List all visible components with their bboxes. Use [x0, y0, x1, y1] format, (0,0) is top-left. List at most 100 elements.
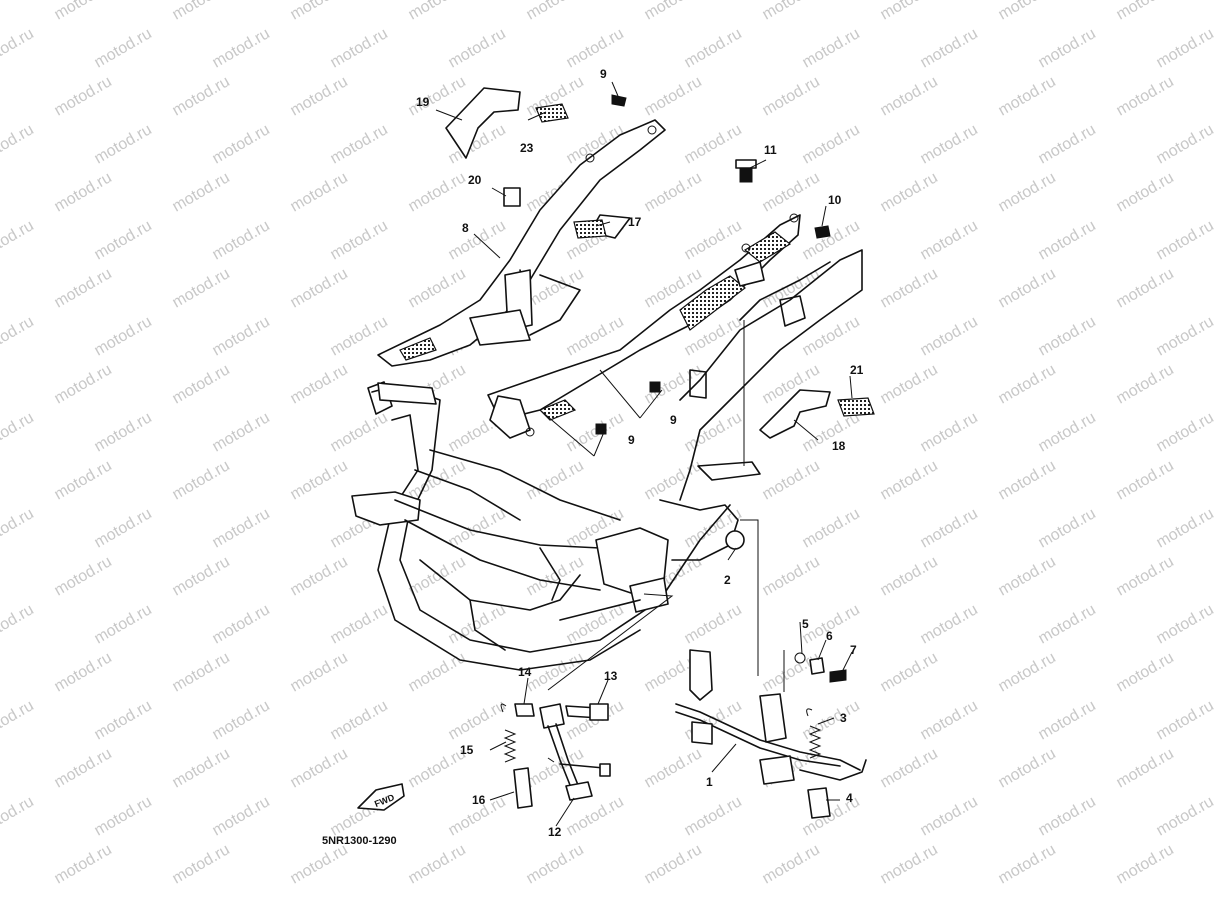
watermark-text: motod.ru [328, 25, 391, 71]
callout-17: 17 [628, 215, 642, 229]
watermark-text: motod.ru [1036, 217, 1099, 263]
watermark-text: motod.ru [92, 505, 155, 551]
watermark-text: motod.ru [406, 169, 469, 215]
callout-10: 10 [828, 193, 842, 207]
watermark-text: motod.ru [1036, 505, 1099, 551]
watermark-text: motod.ru [1114, 169, 1177, 215]
watermark-text: motod.ru [0, 121, 37, 167]
watermark-text: motod.ru [0, 313, 37, 359]
loose-parts [445, 87, 875, 439]
watermark-text: motod.ru [996, 841, 1059, 887]
callout-20: 20 [468, 173, 482, 187]
watermark-text: motod.ru [1036, 409, 1099, 455]
watermark-text: motod.ru [1114, 553, 1177, 599]
side-stand-assembly [500, 703, 611, 809]
watermark-text: motod.ru [92, 409, 155, 455]
watermark-text: motod.ru [170, 745, 233, 791]
watermark-text: motod.ru [170, 73, 233, 119]
watermark-text: motod.ru [446, 505, 509, 551]
watermark-text: motod.ru [92, 601, 155, 647]
watermark-text: motod.ru [52, 457, 115, 503]
watermark-text: motod.ru [564, 25, 627, 71]
callout-5: 5 [802, 617, 809, 631]
diagram-code: 5NR1300-1290 [322, 835, 397, 847]
watermark-text: motod.ru [524, 0, 587, 23]
callout-21: 21 [850, 363, 864, 377]
watermark-text: motod.ru [288, 361, 351, 407]
watermark-text: motod.ru [210, 313, 273, 359]
watermark-text: motod.ru [760, 457, 823, 503]
watermark-text: motod.ru [800, 217, 863, 263]
watermark-text: motod.ru [210, 697, 273, 743]
callout-23: 23 [520, 141, 534, 155]
watermark-text: motod.ru [642, 73, 705, 119]
watermark-text: motod.ru [328, 697, 391, 743]
watermark-text: motod.ru [1154, 409, 1217, 455]
watermark-text: motod.ru [210, 793, 273, 839]
watermark-text: motod.ru [52, 745, 115, 791]
watermark-text: motod.ru [170, 265, 233, 311]
watermark-text: motod.ru [996, 457, 1059, 503]
watermark-text: motod.ru [52, 169, 115, 215]
callout-6: 6 [826, 629, 833, 643]
watermark-text: motod.ru [0, 217, 37, 263]
watermark-text: motod.ru [288, 73, 351, 119]
watermark-text: motod.ru [1114, 841, 1177, 887]
watermark-text: motod.ru [1154, 697, 1217, 743]
watermark-text: motod.ru [1154, 505, 1217, 551]
watermark-text: motod.ru [170, 841, 233, 887]
watermark-text: motod.ru [446, 697, 509, 743]
watermark-text: motod.ru [878, 457, 941, 503]
watermark-text: motod.ru [0, 25, 37, 71]
callout-labels: 19 23 20 8 17 9 11 10 9 9 21 18 2 5 6 7 … [416, 67, 864, 839]
watermark-text: motod.ru [682, 25, 745, 71]
watermark-text: motod.ru [328, 217, 391, 263]
part-18-cover [759, 389, 831, 439]
callout-9-low: 9 [628, 433, 635, 447]
watermark-text: motod.ru [1036, 793, 1099, 839]
callout-14: 14 [518, 665, 532, 679]
watermark-text: motod.ru [288, 169, 351, 215]
watermark-text: motod.ru [0, 409, 37, 455]
part-17-pad [573, 219, 607, 239]
watermark-text: motod.ru [52, 73, 115, 119]
watermark-text: motod.ru [446, 25, 509, 71]
watermark-text: motod.ru [0, 601, 37, 647]
watermark-text: motod.ru [642, 745, 705, 791]
watermark-text: motod.ru [1114, 457, 1177, 503]
watermark-text: motod.ru [642, 169, 705, 215]
watermark-text: motod.ru [760, 73, 823, 119]
watermark-text: motod.ru [0, 697, 37, 743]
watermark-text: motod.ru [406, 841, 469, 887]
part-20-label [503, 187, 521, 207]
part-19-cover [445, 87, 521, 159]
callout-1: 1 [706, 775, 713, 789]
watermark-text: motod.ru [288, 0, 351, 23]
watermark-text: motod.ru [1114, 73, 1177, 119]
watermark-text: motod.ru [996, 169, 1059, 215]
watermark-text: motod.ru [1154, 601, 1217, 647]
watermark-text: motod.ru [524, 457, 587, 503]
watermark-text: motod.ru [288, 265, 351, 311]
watermark-text: motod.ru [406, 265, 469, 311]
callout-3: 3 [840, 711, 847, 725]
watermark-text: motod.ru [0, 505, 37, 551]
watermark-text: motod.ru [800, 313, 863, 359]
watermark-text: motod.ru [92, 25, 155, 71]
watermark-text: motod.ru [1154, 25, 1217, 71]
watermark-text: motod.ru [170, 361, 233, 407]
watermark-text: motod.ru [210, 601, 273, 647]
center-stand-assembly [675, 320, 867, 819]
part-21-pad [837, 397, 875, 417]
watermark-text: motod.ru [1154, 121, 1217, 167]
callout-4: 4 [846, 791, 853, 805]
watermark-text: motod.ru [406, 73, 469, 119]
watermark-text: motod.ru [288, 553, 351, 599]
watermark-text: motod.ru [210, 409, 273, 455]
watermark-text: motod.ru [1036, 25, 1099, 71]
watermark-text: motod.ru [52, 265, 115, 311]
watermark-text: motod.ru [918, 217, 981, 263]
watermark-text: motod.ru [878, 265, 941, 311]
fwd-arrow-icon: FWD [357, 783, 405, 811]
